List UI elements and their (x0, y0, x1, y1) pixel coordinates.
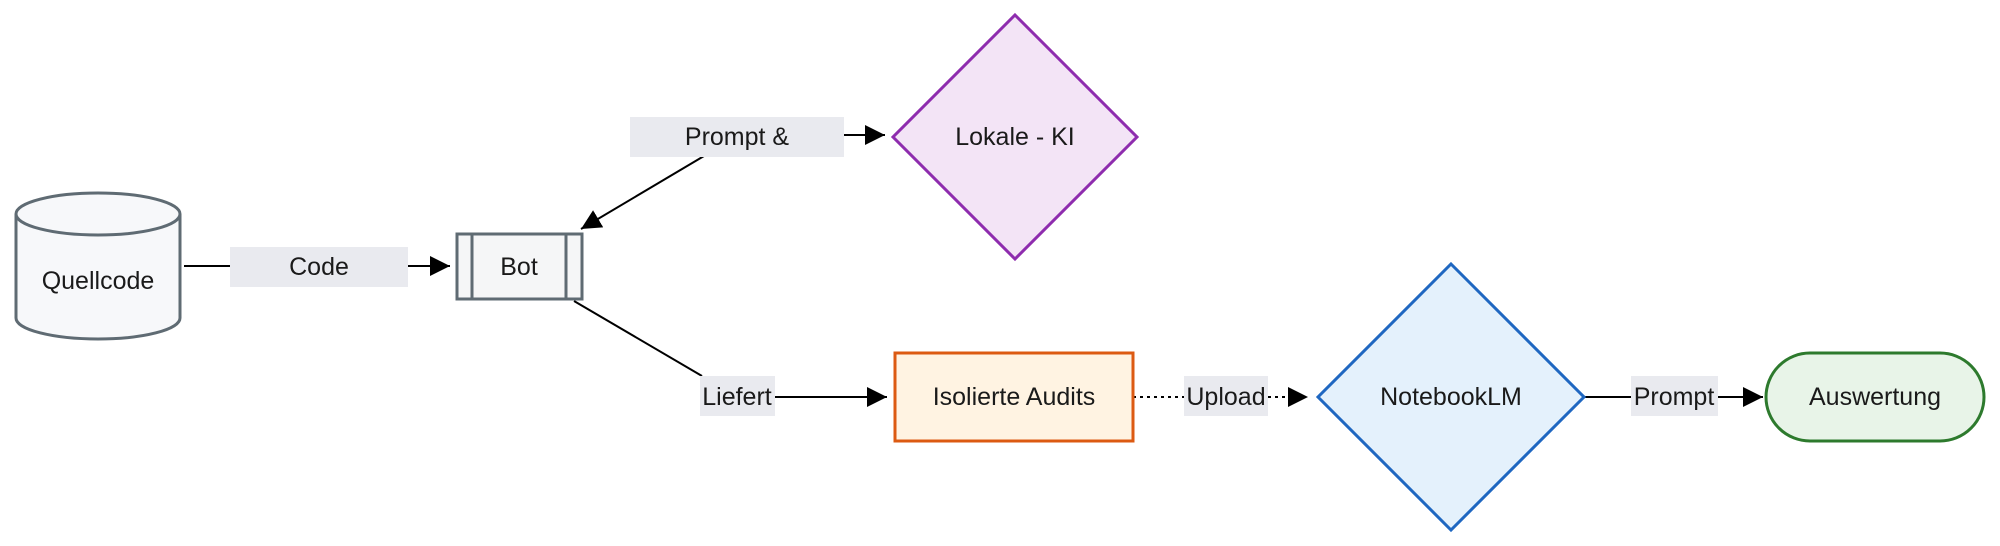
edge-label-liefert-text: Liefert (702, 383, 772, 411)
edge-label-upload: Upload (1184, 376, 1268, 416)
node-lokale-ki[interactable]: Lokale - KI (890, 12, 1140, 262)
node-bot[interactable]: Bot (455, 232, 584, 301)
edge-label-prompt: Prompt (1631, 376, 1718, 416)
edge-label-code-text: Code (289, 253, 349, 281)
edge-label-prompt-and-text: Prompt & (685, 123, 790, 151)
node-auswertung[interactable]: Auswertung (1764, 351, 1986, 443)
node-isolierte-audits-label: Isolierte Audits (933, 383, 1096, 411)
node-notebooklm[interactable]: NotebookLM (1315, 261, 1587, 533)
node-quellcode[interactable]: Quellcode (14, 191, 182, 341)
node-quellcode-label: Quellcode (42, 267, 155, 295)
node-lokale-ki-label: Lokale - KI (955, 123, 1075, 151)
edge-label-liefert: Liefert (700, 376, 775, 416)
edge-label-prompt-and: Prompt & (630, 117, 844, 157)
edge-bot-lokale-ki (580, 125, 885, 230)
node-isolierte-audits[interactable]: Isolierte Audits (893, 351, 1135, 443)
edge-label-code: Code (230, 247, 408, 287)
edge-bot-audits (573, 300, 887, 407)
node-auswertung-label: Auswertung (1809, 383, 1941, 411)
edge-label-prompt-text: Prompt (1634, 383, 1715, 411)
node-bot-label: Bot (500, 253, 538, 281)
edge-label-upload-text: Upload (1186, 383, 1265, 411)
node-notebooklm-label: NotebookLM (1380, 383, 1522, 411)
